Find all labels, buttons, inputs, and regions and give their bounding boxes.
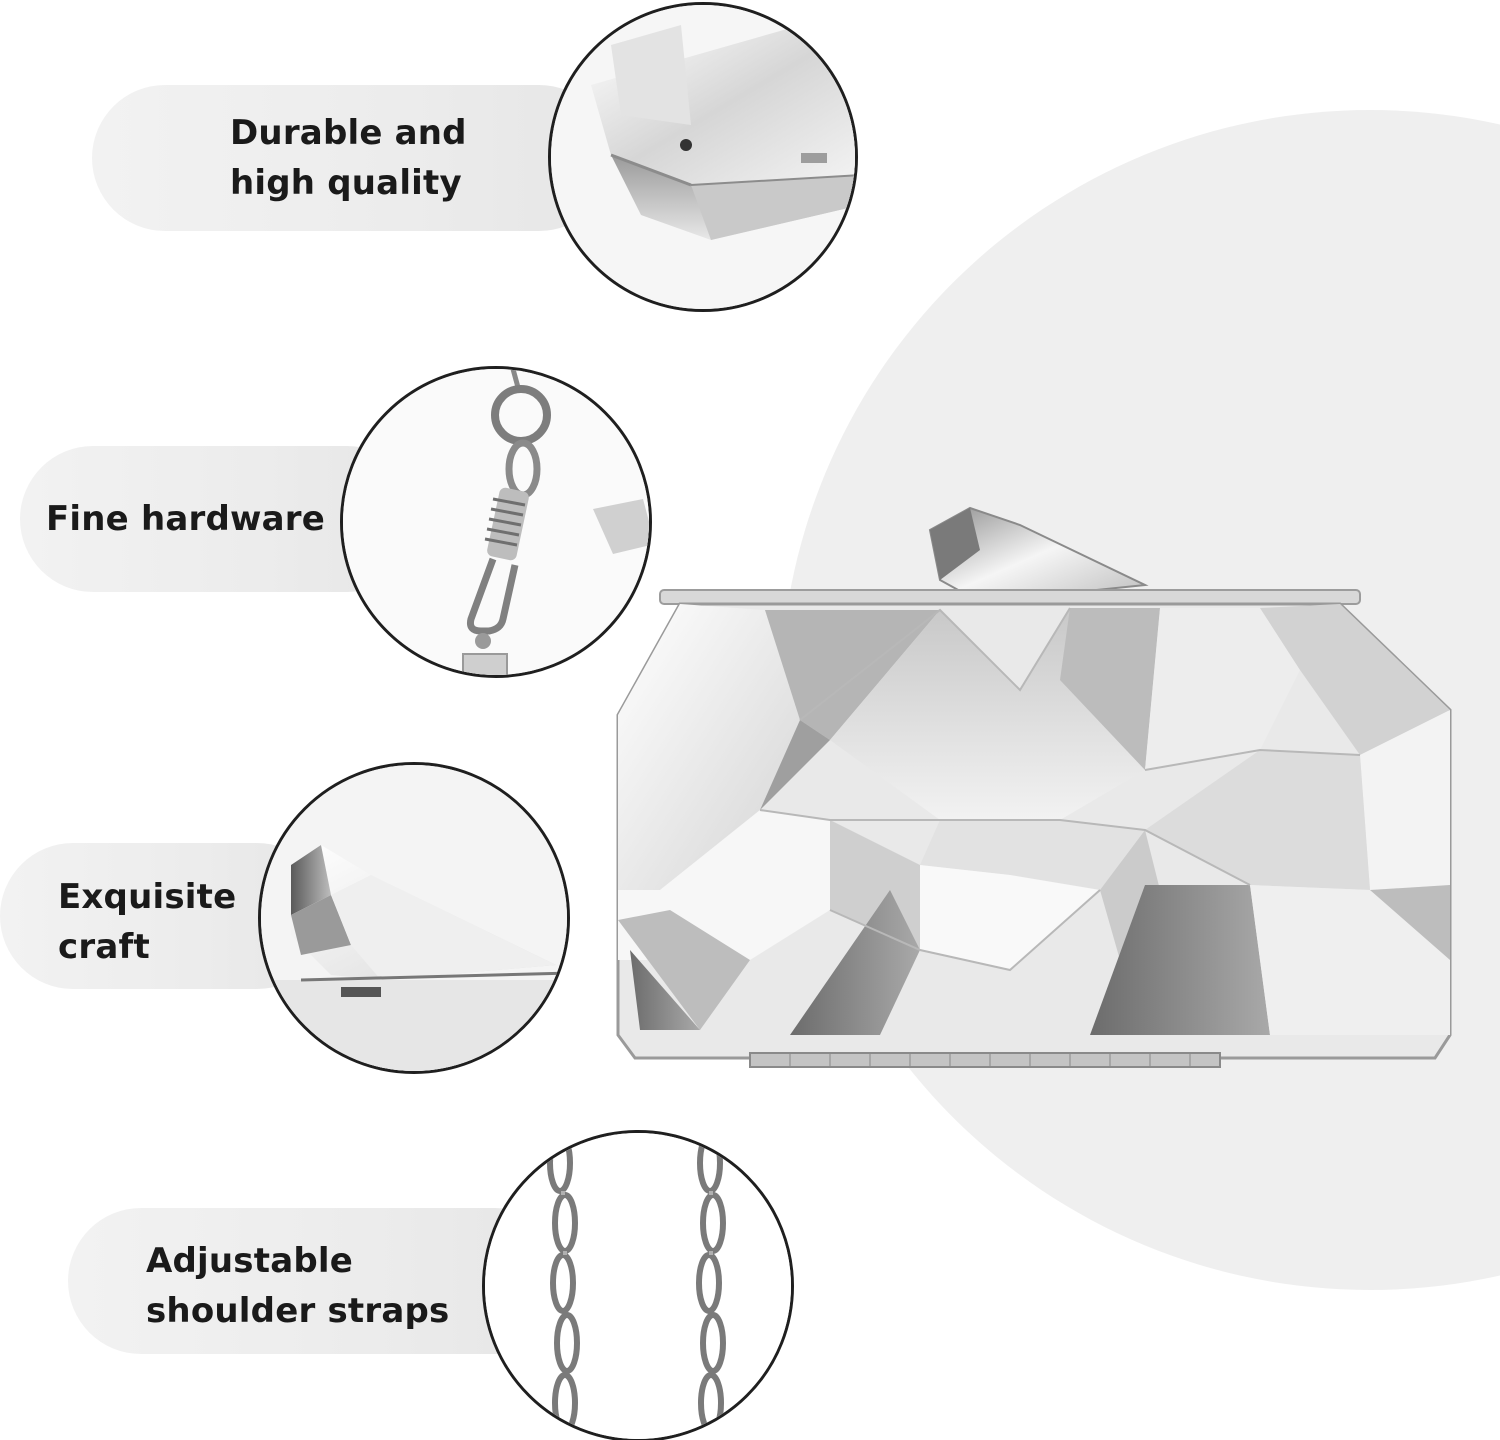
feature-label-quality: Durable and high quality xyxy=(230,108,467,208)
feature-label-line: high quality xyxy=(230,163,462,203)
geometric-clutch-bag-image xyxy=(616,506,1452,1068)
feature-pill-quality xyxy=(92,85,612,231)
feature-label-hardware: Fine hardware xyxy=(46,494,325,544)
feature-label-line: Adjustable xyxy=(146,1241,353,1281)
feature-label-straps: Adjustable shoulder straps xyxy=(146,1236,449,1336)
feature-label-line: Exquisite xyxy=(58,877,237,917)
feature-label-line: shoulder straps xyxy=(146,1291,450,1331)
feature-label-line: Durable and xyxy=(230,113,467,153)
feature-label-craft: Exquisite craft xyxy=(58,872,236,972)
chain-clasp-closeup-icon xyxy=(340,366,652,678)
feature-label-line: Fine hardware xyxy=(46,499,326,539)
feature-label-line: craft xyxy=(58,927,150,967)
metal-corner-closeup-icon xyxy=(548,2,858,312)
chain-strap-closeup-icon xyxy=(482,1130,794,1440)
clasp-closeup-icon xyxy=(258,762,570,1074)
